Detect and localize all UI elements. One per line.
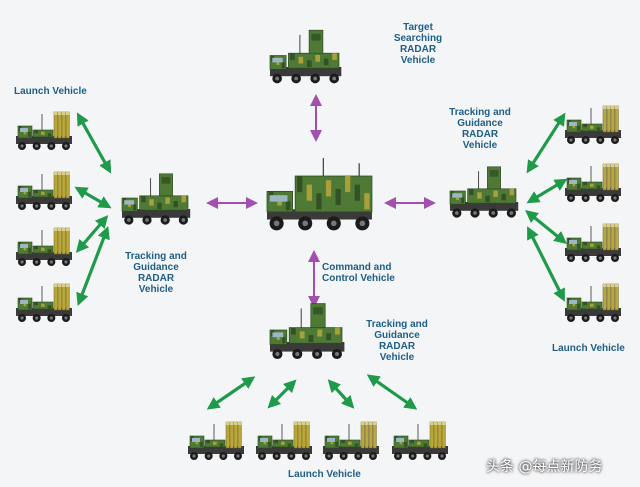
- launch-vehicle-right-3-icon: [565, 223, 621, 262]
- launcher-link-arrow-right-4: [527, 226, 565, 302]
- launcher-link-arrow-right-3: [525, 209, 567, 245]
- tracking-radar-bottom-label: Tracking and Guidance RADAR Vehicle: [366, 319, 428, 363]
- launch-vehicle-left-3-icon: [16, 227, 72, 266]
- launch-vehicle-right-2-icon: [565, 163, 621, 202]
- tracking-radar-right-label: Tracking and Guidance RADAR Vehicle: [449, 107, 511, 151]
- target-searching-radar-truck-icon: [269, 29, 342, 84]
- launcher-link-arrow-right-2: [526, 178, 568, 204]
- launch-vehicle-bottom-4-icon: [392, 421, 448, 460]
- launch-vehicle-bottom-2-icon: [256, 421, 312, 460]
- launcher-link-arrow-bottom-4: [366, 374, 418, 410]
- launch-vehicle-right-4-icon: [565, 283, 621, 322]
- launcher-link-arrow-left-4: [76, 226, 110, 306]
- launch-vehicle-bottom-3-icon: [323, 421, 379, 460]
- launch-vehicle-left-2-icon: [16, 171, 72, 210]
- tracking-radar-bottom-truck-icon: [269, 303, 345, 360]
- launcher-link-arrow-right-1: [526, 112, 566, 174]
- vehicles: [16, 29, 621, 460]
- launch-vehicle-bottom-1-icon: [188, 421, 244, 460]
- launch-vehicle-left-1-icon: [16, 111, 72, 150]
- launch-vehicle-bottom-label: Launch Vehicle: [288, 469, 361, 480]
- launch-vehicle-left-label: Launch Vehicle: [14, 86, 87, 97]
- launch-vehicle-right-label: Launch Vehicle: [552, 343, 625, 354]
- tracking-radar-left-label: Tracking and Guidance RADAR Vehicle: [125, 251, 187, 295]
- launcher-link-arrow-bottom-2: [267, 379, 297, 409]
- watermark-text: 头条 @每点新防务: [486, 459, 603, 475]
- target-radar-label: Target Searching RADAR Vehicle: [393, 22, 443, 66]
- command-vehicle-label: Command and Control Vehicle: [322, 262, 395, 284]
- launcher-link-arrow-left-1: [76, 112, 112, 174]
- command-control-truck-icon: [266, 158, 373, 231]
- tracking-radar-left-truck-icon: [121, 173, 191, 225]
- launcher-link-arrow-left-2: [74, 186, 112, 209]
- launch-vehicle-right-1-icon: [565, 105, 621, 144]
- launch-vehicle-left-4-icon: [16, 283, 72, 322]
- tracking-radar-right-truck-icon: [449, 166, 519, 218]
- launcher-link-arrow-bottom-3: [327, 379, 355, 409]
- connection-arrows: [74, 94, 568, 410]
- launcher-link-arrow-bottom-1: [206, 376, 256, 410]
